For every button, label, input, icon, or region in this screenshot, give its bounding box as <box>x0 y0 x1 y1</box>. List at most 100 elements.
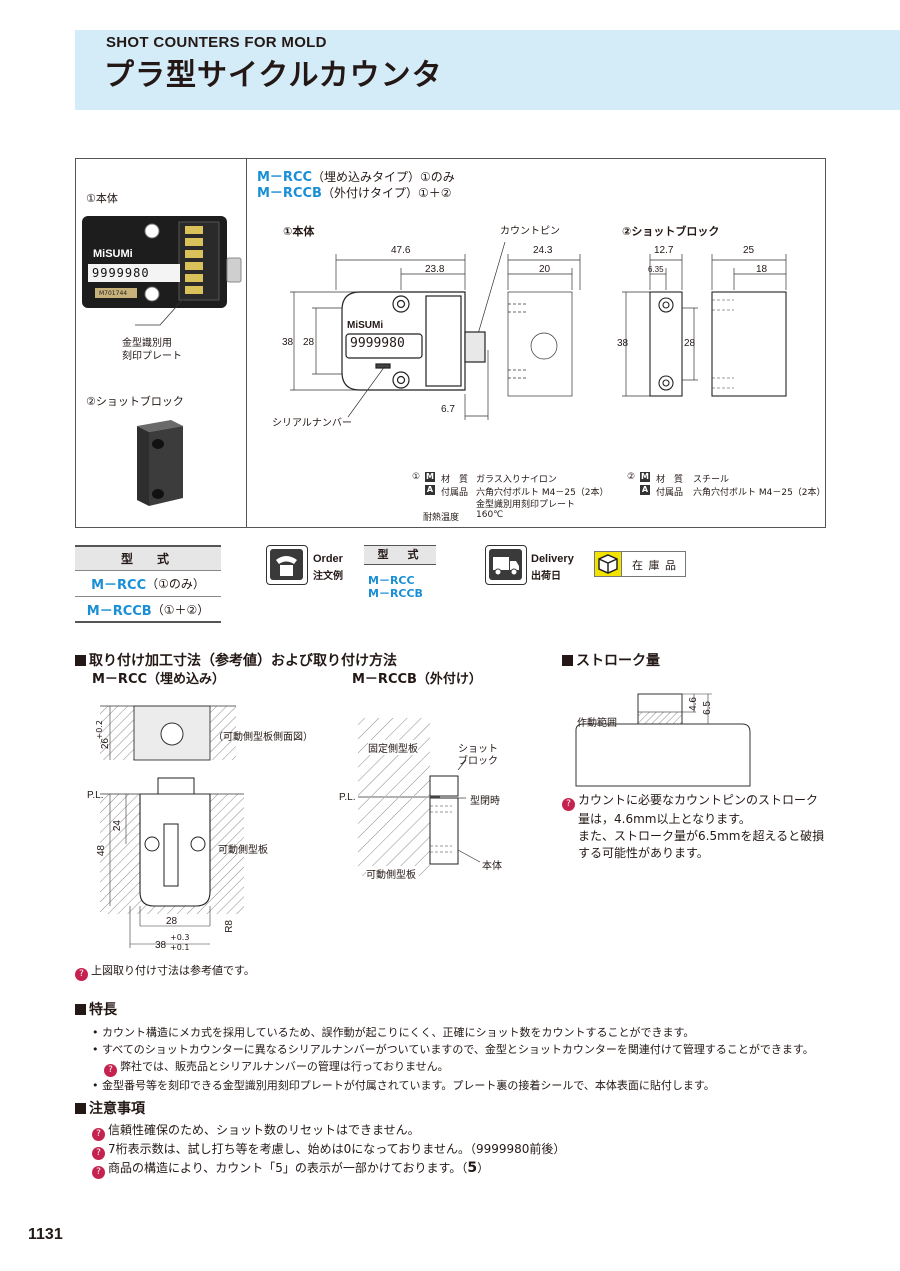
model-line-2: M－RCCB（外付けタイプ）①＋② <box>257 186 452 201</box>
material-body-accessory-2: 金型識別用刻印プレート <box>476 500 576 510</box>
model-table: 型 式 M－RCC（①のみ） M－RCCB（①＋②） <box>75 545 221 623</box>
header-banner <box>75 30 900 110</box>
note-icon: ? <box>92 1166 105 1179</box>
shot-block-photo <box>127 418 187 510</box>
order-example-2: M－RCCB <box>368 587 423 600</box>
material-block-num: ② <box>627 472 636 482</box>
dim-26: 26 <box>100 738 111 750</box>
material-body-heat: 160℃ <box>476 510 504 520</box>
dim-block-28: 28 <box>684 338 696 349</box>
shot-block-label-2: ブロック <box>458 756 498 767</box>
material-block-a-label: 付属品 <box>656 488 684 498</box>
truck-icon <box>485 545 527 585</box>
rccb-title: M－RCCB（外付け） <box>352 672 482 687</box>
dim-25: 25 <box>743 245 755 256</box>
feature-item: • カウント構造にメカ式を採用しているため、誤作動が起こりにくく、正確にショット… <box>92 1026 695 1039</box>
movable-side-view: （可動側型板側面図） <box>213 732 313 743</box>
material-body-material: ガラス入りナイロン <box>476 475 557 485</box>
drawing-block-title: ②ショットブロック <box>622 225 720 238</box>
dim-4-6: 4.6 <box>688 697 699 711</box>
dim-6-7: 6.7 <box>441 404 455 415</box>
rcc-mount-drawing <box>100 705 244 948</box>
serial-label: シリアルナンバー <box>272 418 352 429</box>
body-label: 本体 <box>482 861 502 872</box>
dim-12-7: 12.7 <box>654 245 674 256</box>
stroke-range-label: 作動範囲 <box>577 718 617 729</box>
caution-item: ?信頼性確保のため、ショット数のリセットはできません。 <box>92 1122 892 1141</box>
label-shot-block: ②ショットブロック <box>86 395 184 408</box>
material-body-heat-label: 耐熱温度 <box>423 513 460 523</box>
features-title: 特長 <box>75 999 117 1019</box>
cautions-title: 注意事項 <box>75 1098 145 1118</box>
note-icon: ? <box>104 1064 117 1077</box>
tol-26-up: +0.2 <box>95 720 104 740</box>
dim-block-38: 38 <box>617 338 629 349</box>
dim-mount-28: 28 <box>166 916 178 927</box>
features-list: • カウント構造にメカ式を採用しているため、誤作動が起こりにくく、正確にショット… <box>92 1024 892 1094</box>
phone-icon <box>266 545 308 585</box>
delivery-label-jp: 出荷日 <box>531 571 561 582</box>
dim-48: 48 <box>96 845 107 857</box>
note-icon: ? <box>92 1128 105 1141</box>
drawing-digits: 9999980 <box>350 336 405 351</box>
plate-callout-1: 金型識別用 <box>122 338 172 349</box>
dim-6-35: 6.35 <box>648 265 664 274</box>
material-body-num: ① <box>412 472 421 482</box>
drawing-brand: MiSUMi <box>347 320 384 331</box>
feature-item: ?弊社では、販売品とシリアルナンバーの管理は行っておりません。 <box>92 1058 892 1077</box>
body-drawing <box>290 241 581 420</box>
model-table-row: M－RCC（①のみ） <box>75 571 221 597</box>
dim-20: 20 <box>539 264 551 275</box>
label-body: ①本体 <box>86 192 118 205</box>
order-label-jp: 注文例 <box>313 571 343 582</box>
material-body-a-label: 付属品 <box>441 488 469 498</box>
box-icon <box>594 551 622 577</box>
dim-r8: R8 <box>224 920 235 933</box>
accessory-block-a-icon: A <box>640 485 650 495</box>
mounting-note: ?上図取り付け寸法は参考値です。 <box>75 962 255 981</box>
photo-brand: MiSUMi <box>93 248 133 260</box>
dim-24: 24 <box>112 820 123 832</box>
dim-24-3: 24.3 <box>533 245 553 256</box>
rccb-mount-drawing <box>358 718 481 876</box>
material-block-accessory-1: 六角穴付ボルト M4－25（2本） <box>693 488 826 498</box>
material-m-icon: M <box>425 472 435 482</box>
order-table-header: 型 式 <box>364 545 436 565</box>
fixed-plate-label: 固定側型板 <box>368 740 418 755</box>
pl-label-2: P.L. <box>339 792 356 803</box>
caution-item: ?7桁表示数は、試し打ち等を考慮し、始めは0になっておりません。（9999980… <box>92 1141 892 1160</box>
rcc-title: M－RCC（埋め込み） <box>92 672 226 687</box>
drawing-body-title: ①本体 <box>283 225 315 238</box>
stroke-note: ?カウントに必要なカウントピンのストローク 量は，4.6mm以上となります。 ま… <box>562 792 824 862</box>
note-icon: ? <box>75 968 88 981</box>
dim-28: 28 <box>303 337 315 348</box>
tol-38-lo: +0.1 <box>170 943 190 952</box>
pl-label-1: P.L. <box>87 790 104 801</box>
model-line-1: M－RCC（埋め込みタイプ）①のみ <box>257 170 455 185</box>
count-pin-label: カウントピン <box>500 226 560 237</box>
delivery-label-en: Delivery <box>531 553 574 565</box>
mounting-title: 取り付け加工寸法（参考値）および取り付け方法 <box>75 650 397 670</box>
material-block-m-label: 材 質 <box>656 475 684 485</box>
model-table-header: 型 式 <box>75 545 221 571</box>
body-photo <box>80 212 245 314</box>
dim-38: 38 <box>282 337 294 348</box>
dim-47-6: 47.6 <box>391 245 411 256</box>
shot-block-label-1: ショット <box>458 744 498 755</box>
dim-6-5: 6.5 <box>702 701 713 715</box>
tol-38-up: +0.3 <box>170 933 190 942</box>
dim-18: 18 <box>756 264 768 275</box>
photo-plate-code: M701744 <box>99 290 128 297</box>
header-subtitle: SHOT COUNTERS FOR MOLD <box>106 34 327 51</box>
caution-item: ?商品の構造により、カウント「5」の表示が一部かけております。（5） <box>92 1160 892 1179</box>
block-drawing <box>622 254 787 397</box>
page-number: 1131 <box>28 1226 63 1243</box>
page-title: プラ型サイクルカウンタ <box>104 58 443 93</box>
material-body-m-label: 材 質 <box>441 475 469 485</box>
plate-callout-2: 刻印プレート <box>122 351 182 362</box>
dim-mount-38: 38 <box>155 940 167 951</box>
material-block-material: スチール <box>693 475 730 485</box>
feature-item: • すべてのショットカウンターに異なるシリアルナンバーがついていますので、金型と… <box>92 1043 814 1056</box>
note-icon: ? <box>92 1147 105 1160</box>
movable-plate-label-1: 可動側型板 <box>218 845 268 856</box>
